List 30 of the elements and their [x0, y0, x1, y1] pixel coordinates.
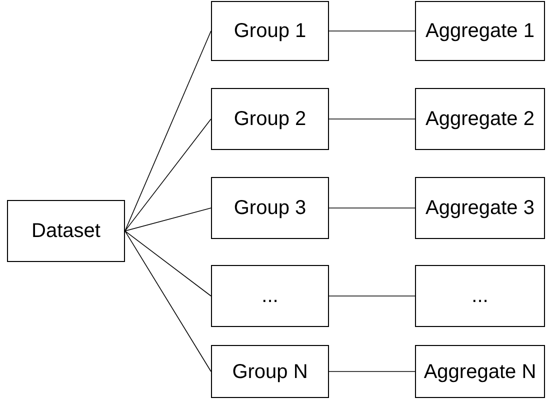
connector-line — [124, 118, 212, 232]
connector-line — [328, 30, 416, 32]
node-label: Dataset — [32, 220, 100, 242]
process-box — [7, 200, 125, 262]
process-box — [211, 177, 329, 239]
process-box — [415, 345, 545, 398]
node-label: ... — [472, 285, 488, 307]
process-box — [415, 1, 545, 61]
node-label: Aggregate N — [424, 360, 536, 382]
connector-line — [124, 230, 212, 372]
node-label: ... — [262, 285, 278, 307]
process-box — [211, 1, 329, 61]
connector-line — [328, 118, 416, 120]
connector-line — [124, 230, 212, 296]
process-box — [415, 88, 545, 150]
node-label: Aggregate 2 — [426, 108, 534, 130]
connector-line — [124, 208, 212, 232]
process-box — [415, 265, 545, 327]
node-label: Group 2 — [234, 108, 306, 130]
process-box — [211, 345, 329, 398]
node-label: Group N — [232, 360, 308, 382]
connector-line — [124, 30, 212, 232]
node-label: Aggregate 1 — [426, 20, 534, 42]
process-box — [415, 177, 545, 239]
process-box — [211, 88, 329, 150]
process-box — [211, 265, 329, 327]
node-label: Group 3 — [234, 197, 306, 219]
connector-line — [328, 371, 416, 372]
node-label: Aggregate 3 — [426, 197, 534, 219]
node-label: Group 1 — [234, 20, 306, 42]
